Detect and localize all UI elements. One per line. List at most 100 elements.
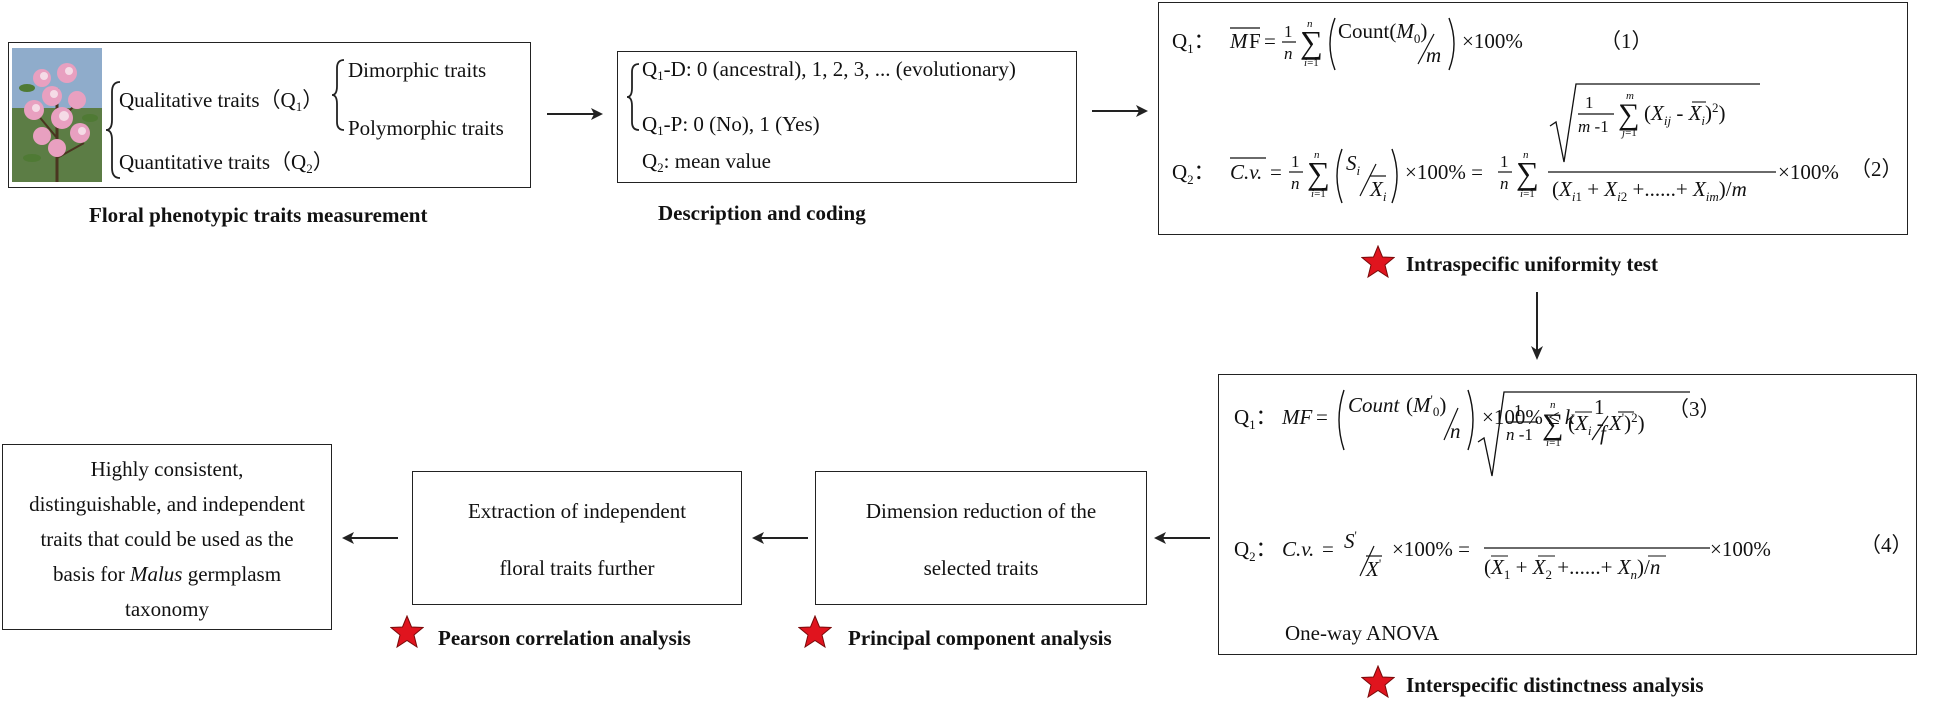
svg-text:n -1: n -1 <box>1506 425 1533 444</box>
eq4-number: （4） <box>1860 533 1913 557</box>
interspecific-formula-box <box>1218 374 1917 655</box>
dimension-reduction-line1: Dimension reduction of the <box>865 499 1097 523</box>
dimorphic-traits-label: Dimorphic traits <box>348 58 487 82</box>
svg-text:i=1: i=1 <box>1304 57 1319 69</box>
svg-text:Si: Si <box>1346 151 1361 178</box>
coding-brace <box>626 63 640 131</box>
svg-text:×100% =: ×100% = <box>1405 160 1483 184</box>
svg-text:∑: ∑ <box>1307 155 1330 191</box>
flower-image <box>12 48 102 182</box>
svg-text:1: 1 <box>1291 152 1300 171</box>
svg-text:Q2：: Q2： <box>1234 537 1277 564</box>
independent-traits-box <box>412 471 742 605</box>
pca-star-icon <box>798 615 832 649</box>
svg-text:=: = <box>1264 29 1276 53</box>
intraspecific-formula-box <box>1158 2 1908 235</box>
svg-text:f: f <box>1600 421 1609 445</box>
interspecific-star-icon <box>1361 665 1395 699</box>
svg-text:(X1 + X2 +......+ Xn)/n: (X1 + X2 +......+ Xn)/n <box>1484 555 1660 582</box>
intraspecific-caption: Intraspecific uniformity test <box>1406 252 1658 276</box>
arrow-5 <box>342 532 398 544</box>
svg-text:MF: MF <box>1281 405 1312 429</box>
svg-text:n: n <box>1550 399 1556 411</box>
pearson-caption: Pearson correlation analysis <box>438 626 691 650</box>
svg-text:∑: ∑ <box>1516 155 1539 191</box>
svg-text:S': S' <box>1344 528 1357 553</box>
result-box <box>2 444 332 630</box>
eq2-number: （2） <box>1850 157 1903 181</box>
svg-text:C.v.: C.v. <box>1282 537 1314 561</box>
dimension-reduction-box <box>815 471 1147 605</box>
result-line2: distinguishable, and independent <box>29 492 305 516</box>
quantitative-traits-label: Quantitative traits（Q2） <box>119 150 334 176</box>
intraspecific-star-icon <box>1361 245 1395 279</box>
interspecific-formulas: Q1： MF = Count(M'0) n ×100% ≤ k 1 f （3） … <box>1234 389 1913 582</box>
svg-text:n: n <box>1523 149 1529 161</box>
svg-text:n: n <box>1307 18 1313 30</box>
arrow-1 <box>547 108 603 120</box>
svg-text:n: n <box>1291 174 1300 193</box>
svg-text:(Xij - Xi)2): (Xij - Xi)2) <box>1644 100 1726 128</box>
arrow-4 <box>752 532 808 544</box>
svg-text:1: 1 <box>1500 152 1509 171</box>
svg-text:n: n <box>1284 44 1293 63</box>
eq3-number: （3） <box>1668 397 1721 421</box>
svg-text:∑: ∑ <box>1542 408 1563 441</box>
svg-text:∑: ∑ <box>1300 24 1323 60</box>
pca-caption: Principal component analysis <box>848 626 1112 650</box>
description-coding-box <box>617 51 1077 183</box>
polymorphic-traits-label: Polymorphic traits <box>348 116 504 140</box>
svg-text:C.v.: C.v. <box>1230 160 1262 184</box>
svg-text:×100%: ×100% <box>1778 160 1839 184</box>
svg-text:X': X' <box>1365 556 1381 581</box>
svg-text:(M'0): (M'0) <box>1406 392 1446 419</box>
svg-text:×100% ≤ k: ×100% ≤ k <box>1482 405 1575 429</box>
interspecific-caption: Interspecific distinctness analysis <box>1406 673 1704 697</box>
svg-text:n: n <box>1314 149 1320 161</box>
svg-text:×100%: ×100% <box>1710 537 1771 561</box>
svg-text:1: 1 <box>1585 93 1594 112</box>
left-brace <box>105 81 121 179</box>
phenotypic-traits-caption: Floral phenotypic traits measurement <box>89 203 428 227</box>
right-brace <box>331 59 345 131</box>
svg-text:i=1: i=1 <box>1311 188 1326 200</box>
svg-text:×100% =: ×100% = <box>1392 537 1470 561</box>
svg-text:Xi: Xi <box>1369 177 1387 204</box>
svg-text:∑: ∑ <box>1618 98 1639 131</box>
flower-photo <box>12 48 102 182</box>
svg-text:(Xi - X')2): (Xi - X')2) <box>1568 410 1645 438</box>
svg-text:j=1: j=1 <box>1620 127 1637 139</box>
svg-text:×100%: ×100% <box>1462 29 1523 53</box>
svg-text:Count: Count <box>1348 393 1401 417</box>
svg-text:i=1: i=1 <box>1546 437 1561 449</box>
svg-text:m -1: m -1 <box>1578 117 1609 136</box>
svg-text:=: = <box>1316 405 1328 429</box>
eq1-q1-text: Q <box>1172 29 1187 53</box>
q1-d-coding: Q1-D: 0 (ancestral), 1, 2, 3, ... (evolu… <box>642 57 1016 83</box>
svg-text:n: n <box>1450 419 1461 443</box>
one-way-anova-label: One-way ANOVA <box>1285 621 1440 645</box>
svg-text:F: F <box>1249 29 1261 53</box>
svg-text:(Xi1 + Xi2 +......+ Xim)/m: (Xi1 + Xi2 +......+ Xim)/m <box>1552 177 1747 204</box>
svg-text:1: 1 <box>1284 22 1293 41</box>
result-line3: traits that could be used as the <box>40 527 294 551</box>
independent-traits-line1: Extraction of independent <box>467 499 687 523</box>
eq1-number: （1） <box>1600 29 1653 53</box>
svg-text:1: 1 <box>1594 395 1605 419</box>
svg-text:m: m <box>1626 90 1634 102</box>
result-line4: basis for Malus germplasm <box>52 562 282 586</box>
svg-text:Q1：: Q1： <box>1234 405 1277 432</box>
q2-coding: Q2: mean value <box>642 149 771 175</box>
arrow-3 <box>1154 532 1210 544</box>
svg-text:Count(M0): Count(M0) <box>1338 19 1427 46</box>
arrow-down <box>1531 292 1543 360</box>
arrow-2 <box>1092 105 1148 117</box>
result-line5: taxonomy <box>125 597 209 621</box>
svg-text:1: 1 <box>1514 401 1523 420</box>
svg-text:m: m <box>1426 43 1441 67</box>
pearson-star-icon <box>390 615 424 649</box>
result-line1: Highly consistent, <box>90 457 244 481</box>
q1-p-coding: Q1-P: 0 (No), 1 (Yes) <box>642 112 820 138</box>
independent-traits-line2: floral traits further <box>499 556 655 580</box>
